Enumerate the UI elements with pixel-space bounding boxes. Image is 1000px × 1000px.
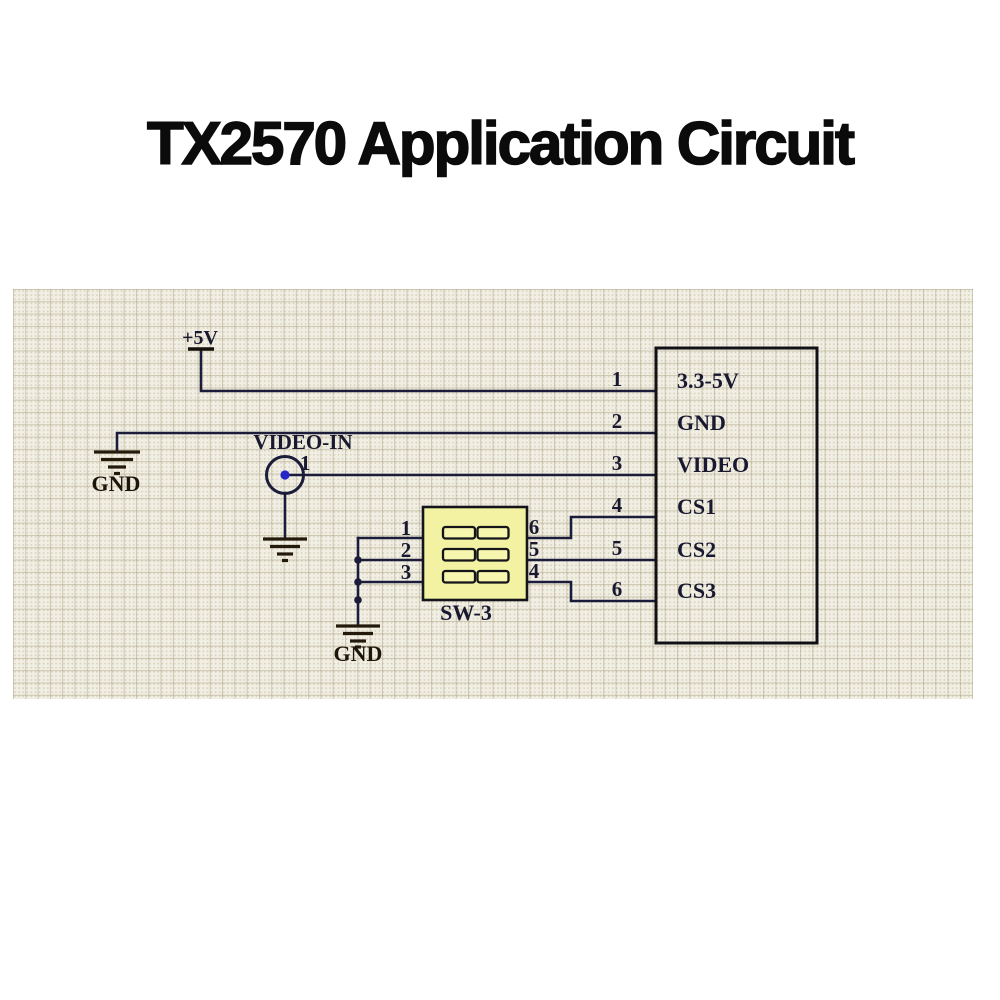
- ic-pin-label-6: CS3: [677, 578, 716, 603]
- ic-pin-label-3: VIDEO: [677, 452, 749, 477]
- ic-pin-number-2: 2: [612, 409, 623, 433]
- video-in-label: VIDEO-IN: [253, 430, 352, 454]
- wire-sw6-to-pin4: [525, 515, 658, 540]
- sw3-rocker-icon: [441, 525, 477, 540]
- junction-dot: [354, 556, 362, 564]
- ic-block: 1 2 3 4 5 6 3.3-5V GND VIDEO CS1 CS2 CS3: [612, 346, 819, 645]
- ground-switch-label: GND: [334, 641, 383, 666]
- wire-gnd-to-pin2: [115, 431, 658, 454]
- junction-dot: [354, 596, 362, 604]
- wire-5v-to-pin1: [199, 347, 658, 393]
- sw3-right-pin-4: 4: [529, 559, 540, 583]
- power-label: +5V: [182, 327, 218, 349]
- sw3-rocker-icon: [441, 569, 477, 584]
- ic-pin-number-3: 3: [612, 451, 623, 475]
- schematic-canvas: [13, 289, 973, 699]
- diagram-title: TX2570 Application Circuit: [146, 109, 856, 178]
- sw3-rocker-icon: [476, 569, 510, 584]
- sw3-switch: 1 2 3 6 5 4 SW-3: [401, 505, 540, 625]
- sw3-left-pin-1: 1: [401, 516, 412, 540]
- connector-center-dot-icon: [280, 470, 290, 480]
- ic-pin-number-4: 4: [612, 493, 623, 517]
- junction-dot: [354, 578, 362, 586]
- ground-left-label: GND: [92, 471, 141, 496]
- ground-symbol-video: [263, 537, 307, 563]
- ic-pin-label-1: 3.3-5V: [677, 368, 739, 393]
- sw3-rocker-icon: [441, 547, 477, 562]
- ground-symbol-switch: GND: [334, 624, 383, 666]
- sw3-rocker-icon: [476, 547, 510, 562]
- sw3-left-pin-3: 3: [401, 560, 412, 584]
- connector-circle-icon: [265, 455, 305, 495]
- wires: [115, 347, 658, 628]
- sw3-rocker-icon: [476, 525, 510, 540]
- sw3-right-pin-5: 5: [529, 537, 540, 561]
- ground-symbol-left: GND: [92, 450, 141, 496]
- sw3-right-pin-6: 6: [529, 515, 540, 539]
- wire-sw4-to-pin6: [525, 580, 658, 603]
- power-5v-symbol: +5V: [182, 327, 218, 351]
- ic-outline: [654, 346, 819, 645]
- ic-pin-number-6: 6: [612, 577, 623, 601]
- ic-pin-label-2: GND: [677, 410, 726, 435]
- ic-pin-label-4: CS1: [677, 494, 716, 519]
- ic-pin-number-5: 5: [612, 536, 623, 560]
- sw3-left-pin-2: 2: [401, 538, 412, 562]
- sw3-label: SW-3: [440, 600, 492, 625]
- video-in-pin-number: 1: [300, 451, 311, 475]
- ic-pin-label-5: CS2: [677, 537, 716, 562]
- ic-pin-number-1: 1: [612, 367, 623, 391]
- video-in-connector: VIDEO-IN 1: [253, 430, 353, 495]
